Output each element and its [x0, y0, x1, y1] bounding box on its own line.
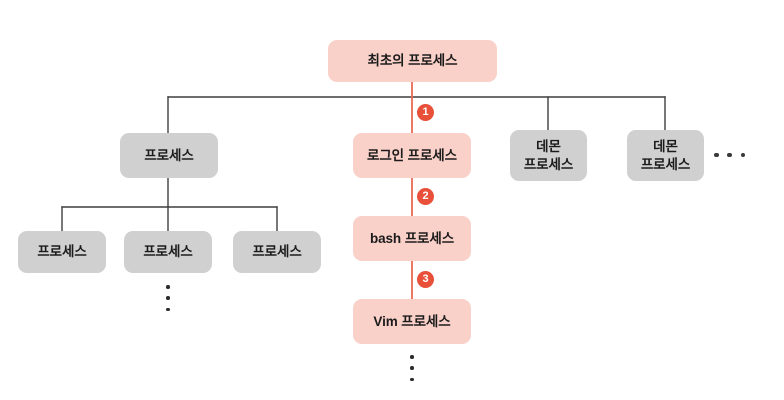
node-bash-process[interactable]: bash 프로세스: [353, 216, 471, 261]
node-vim-process[interactable]: Vim 프로세스: [353, 299, 471, 344]
badge-step-3: 3: [417, 271, 434, 288]
node-root-process[interactable]: 최초의 프로세스: [328, 40, 497, 82]
node-login-process[interactable]: 로그인 프로세스: [353, 133, 471, 178]
node-process-level3-c[interactable]: 프로세스: [233, 231, 321, 273]
ellipsis-vertical-below-vim-icon: [407, 355, 417, 381]
ellipsis-horizontal-icon: [714, 152, 745, 158]
node-daemon-process-a[interactable]: 데몬 프로세스: [510, 130, 587, 181]
badge-step-1: 1: [417, 104, 434, 121]
node-daemon-process-b[interactable]: 데몬 프로세스: [627, 130, 704, 181]
node-process-level2[interactable]: 프로세스: [120, 133, 218, 178]
node-process-level3-b[interactable]: 프로세스: [124, 231, 212, 273]
badge-step-2: 2: [417, 188, 434, 205]
node-process-level3-a[interactable]: 프로세스: [18, 231, 106, 273]
ellipsis-vertical-below-process-icon: [163, 285, 173, 311]
